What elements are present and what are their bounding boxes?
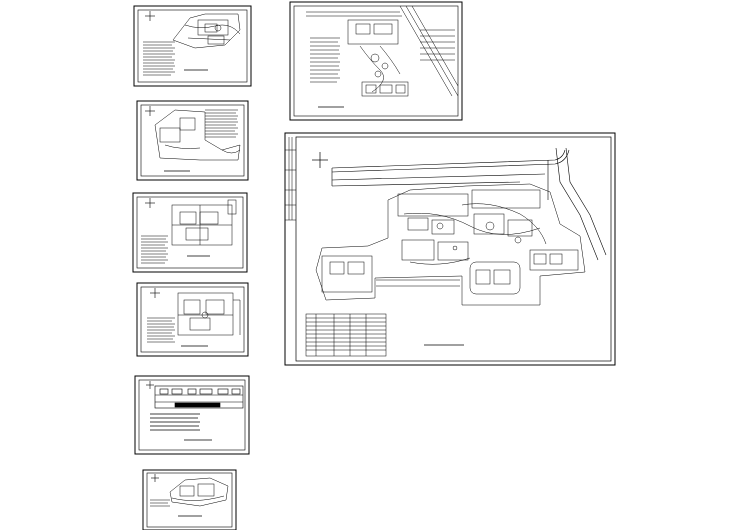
legend-table [150, 499, 170, 507]
site-plan-drawing [154, 109, 241, 161]
north-arrow-icon [151, 474, 159, 482]
north-arrow-icon [145, 11, 155, 21]
site-plan-drawing [154, 385, 244, 409]
sheet-main[interactable] [284, 132, 616, 366]
title-block-strip [285, 137, 296, 221]
sheet-2[interactable] [136, 100, 249, 181]
north-arrow-icon [146, 381, 154, 389]
site-plan-drawing [177, 292, 241, 336]
sheet-7[interactable] [289, 1, 463, 121]
north-arrow-icon [145, 198, 155, 208]
north-arrow-icon [312, 152, 328, 168]
site-plan-drawing [169, 477, 229, 507]
legend-table [205, 109, 238, 138]
legend-table [141, 235, 168, 264]
sheet-5[interactable] [134, 375, 250, 455]
site-plan-drawing [172, 13, 241, 49]
legend-table [143, 41, 175, 76]
site-plan-drawing [171, 199, 237, 246]
sheet-4[interactable] [136, 282, 249, 357]
site-plan-drawing [347, 19, 409, 97]
sheet-6[interactable] [142, 469, 237, 530]
road-lines [331, 147, 607, 261]
legend-table [310, 37, 340, 83]
north-arrow-icon [150, 288, 160, 298]
sheet-3[interactable] [132, 192, 248, 273]
north-arrow-icon [145, 106, 155, 116]
legend-table [150, 413, 200, 431]
road-lines [306, 5, 459, 97]
legend-table [305, 313, 387, 357]
site-plan-drawing [315, 183, 586, 306]
sheet-1[interactable] [133, 5, 252, 87]
legend-table [147, 317, 175, 343]
